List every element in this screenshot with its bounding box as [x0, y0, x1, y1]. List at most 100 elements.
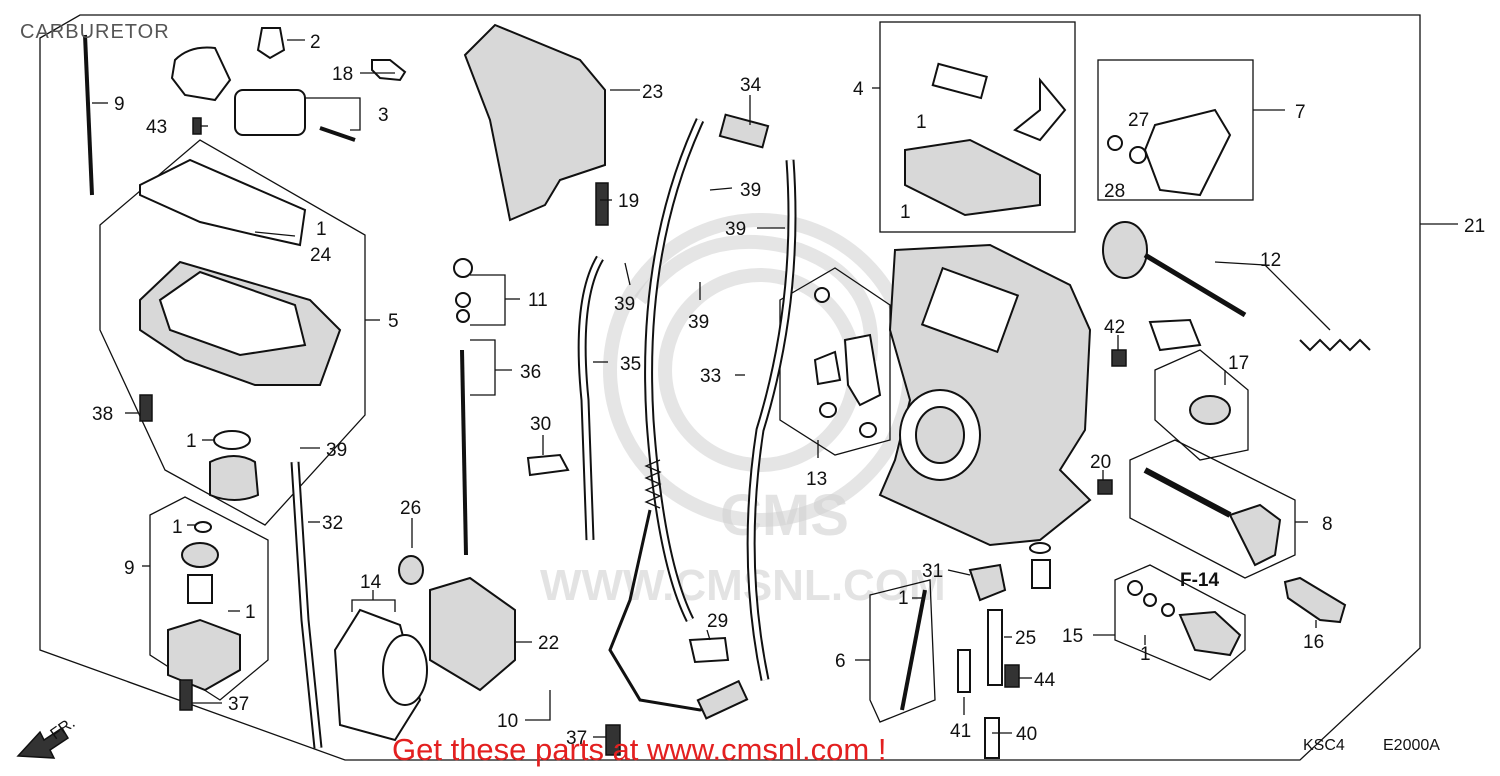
part-pump-cover	[167, 618, 241, 692]
part-cable-bracket	[696, 679, 749, 720]
callout-22: 22	[538, 633, 559, 654]
callout-23: 23	[642, 82, 663, 103]
callout-43: 43	[146, 117, 167, 138]
callout-44: 44	[1034, 670, 1056, 691]
part-spring	[187, 574, 213, 604]
callout-21: 21	[1464, 216, 1485, 237]
callout-1d: 1	[186, 431, 197, 452]
part-small-ring	[194, 521, 212, 533]
callout-20: 20	[1090, 452, 1111, 473]
part-hose-35-inner	[579, 256, 603, 541]
part-hose-33-inner	[748, 159, 795, 681]
part-hot-start-plunger	[1143, 467, 1232, 518]
part-needle-ring	[456, 309, 470, 323]
part-screw-19	[595, 182, 609, 226]
callout-4: 4	[853, 79, 864, 100]
callout-19: 19	[618, 191, 639, 212]
callout-27: 27	[1128, 110, 1149, 131]
watermark-logo: CMS	[603, 213, 917, 548]
callout-39b: 39	[725, 219, 746, 240]
callout-14: 14	[360, 572, 382, 593]
promo-banner[interactable]: Get these parts at www.cmsnl.com !	[392, 732, 886, 767]
part-27-washer	[1107, 135, 1123, 151]
part-needle-jet-25	[987, 609, 1003, 686]
part-screw-37b	[605, 724, 621, 756]
part-clamp	[1013, 77, 1067, 142]
callout-12: 12	[1260, 250, 1281, 271]
carb-intake-inner	[915, 406, 965, 464]
callout-1e: 1	[172, 517, 183, 538]
callout-9b: 9	[124, 558, 135, 579]
callout-1a: 1	[916, 112, 927, 133]
part-o-ring	[213, 430, 251, 450]
plate-group-frame	[149, 496, 269, 701]
part-needle-washer	[455, 292, 471, 308]
callout-1c: 1	[316, 219, 327, 240]
part-15-ring-c	[1161, 603, 1175, 617]
part-pilot-jet	[1031, 559, 1051, 589]
watermark-text: CMS	[720, 483, 849, 548]
callout-35: 35	[620, 354, 641, 375]
part-main-jet-41	[957, 649, 971, 693]
callout-17: 17	[1228, 353, 1249, 374]
callout-28: 28	[1104, 181, 1125, 202]
part-screw-37	[179, 679, 193, 711]
callout-16: 16	[1303, 632, 1324, 653]
callout-34: 34	[740, 75, 762, 96]
part-rod	[83, 34, 94, 196]
callout-39c: 39	[614, 294, 635, 315]
part-15-screw	[1178, 610, 1242, 657]
part-float-chamber-gasket	[139, 158, 307, 247]
callout-5: 5	[388, 311, 399, 332]
callout-1h: 1	[1140, 644, 1151, 665]
watermark-url: WWW.CMSNL.COM	[540, 561, 946, 610]
part-43	[192, 117, 202, 135]
callout-37a: 37	[228, 694, 249, 715]
diagram-title: CARBURETOR	[20, 21, 170, 43]
callout-7: 7	[1295, 102, 1306, 123]
part-15-ring-b	[1143, 593, 1157, 607]
fig-ref: F-14	[1180, 570, 1220, 591]
carb-top-housing	[920, 266, 1020, 354]
callout-38: 38	[92, 404, 113, 425]
part-28-nut	[1129, 146, 1147, 164]
part-throttle-link	[1143, 108, 1232, 197]
diagram-code: E2000A	[1383, 737, 1440, 754]
part-plate-30	[526, 453, 570, 477]
link-lever-frame	[779, 267, 891, 456]
part-insulator-22	[429, 576, 516, 692]
part-vent-cap	[170, 46, 232, 102]
assembly-frame	[39, 14, 1421, 761]
part-lever-screw	[814, 287, 830, 303]
part-drain-plug	[209, 455, 260, 501]
part-washer-1	[1029, 542, 1051, 554]
part-needle-6	[900, 589, 927, 711]
part-26	[398, 555, 424, 585]
throttle-link-frame	[1097, 59, 1254, 201]
callout-36: 36	[520, 362, 541, 383]
callout-10: 10	[497, 711, 518, 732]
part-throttle-drum	[1102, 221, 1148, 279]
leader-lines	[92, 39, 1458, 738]
hot-start-frame	[1129, 439, 1296, 579]
callout-11: 11	[528, 290, 548, 311]
part-sensor-plug	[1189, 395, 1231, 425]
part-float	[234, 89, 306, 136]
part-drain-bolt	[139, 394, 153, 422]
part-hose-32-inner	[292, 461, 321, 749]
callout-8: 8	[1322, 514, 1333, 535]
callout-1b: 1	[900, 202, 911, 223]
callout-39e: 39	[326, 440, 347, 461]
part-20	[1097, 479, 1113, 495]
callout-26: 26	[400, 498, 421, 519]
part-31	[968, 563, 1007, 602]
part-16	[1283, 576, 1347, 624]
callout-25: 25	[1015, 628, 1036, 649]
callout-13: 13	[806, 469, 827, 490]
part-hose-34-inner	[646, 118, 703, 622]
callout-1g: 1	[898, 588, 909, 609]
callout-30: 30	[530, 414, 551, 435]
